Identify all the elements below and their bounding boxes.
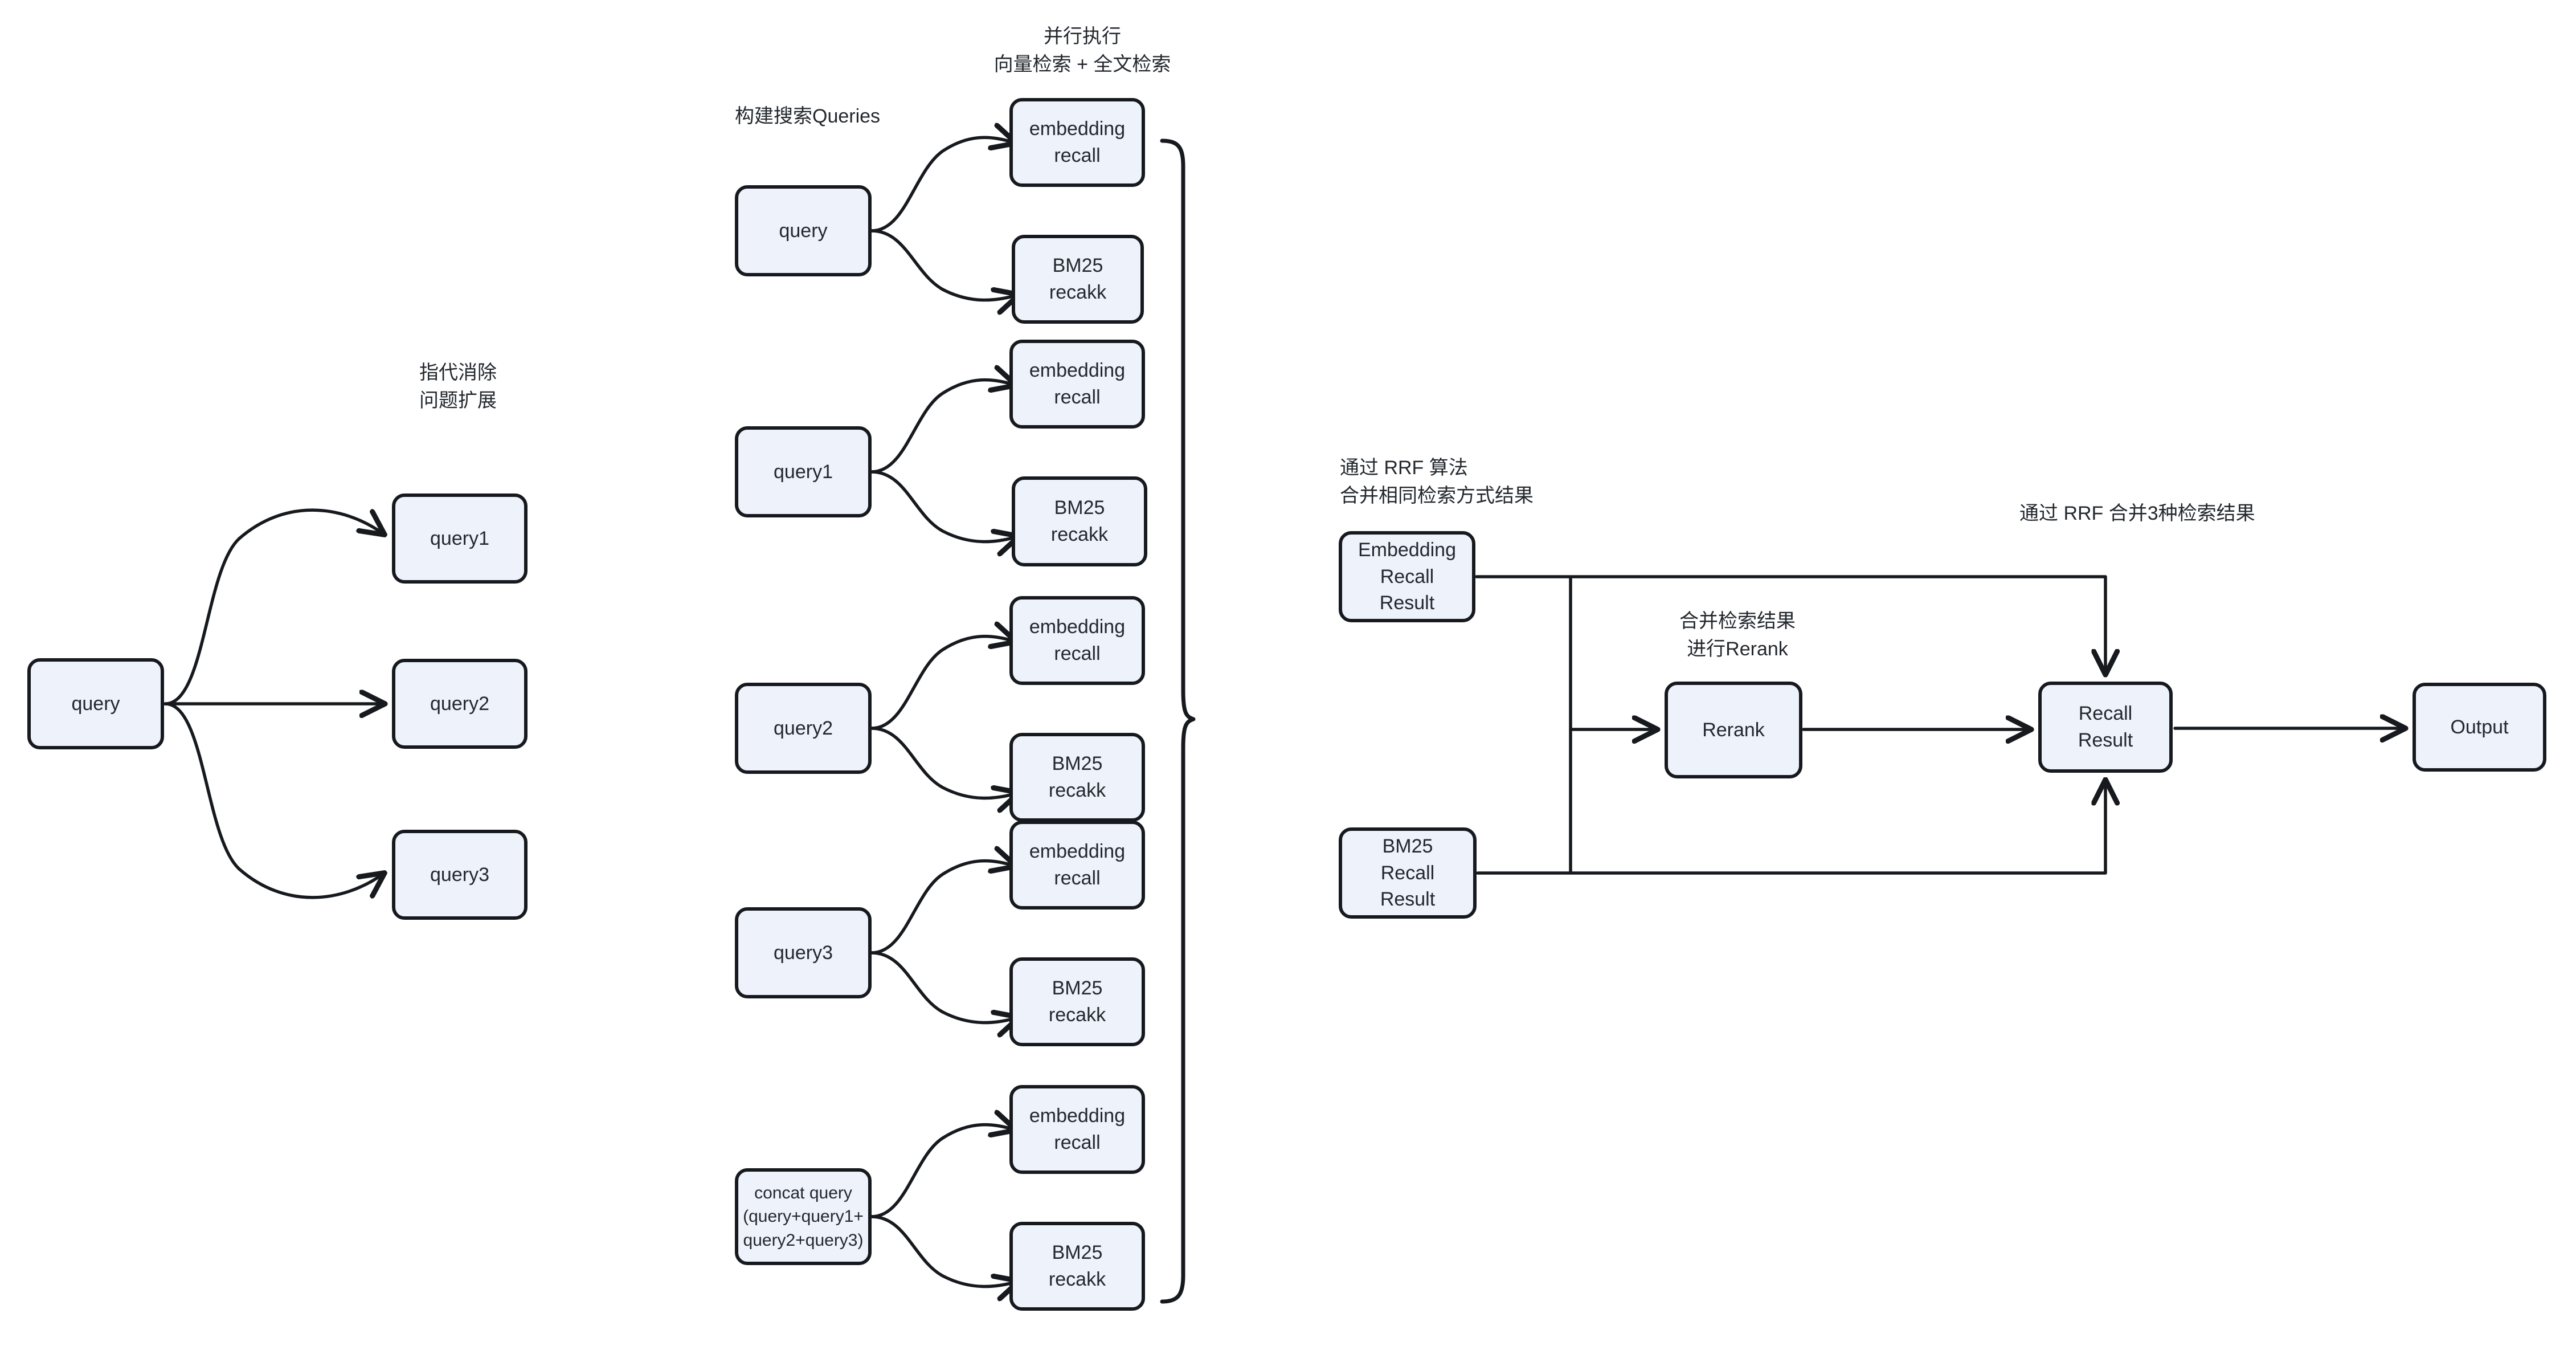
node-rerank[interactable]: Rerank: [1665, 682, 1802, 778]
node-embedding-recall-2[interactable]: embedding recall: [1009, 596, 1145, 685]
node-bm25-recall-0[interactable]: BM25 recakk: [1012, 235, 1144, 324]
note-rrf-three: 通过 RRF 合并3种检索结果: [2019, 503, 2255, 524]
edge-query-to-query1: [163, 508, 383, 705]
node-embedding-recall-3[interactable]: embedding recall: [1009, 821, 1145, 910]
node-query2-expansion[interactable]: query2: [392, 659, 528, 749]
edge-q2-to-emb2: [870, 637, 1014, 730]
edge-bm25result-to-recallresult: [1476, 782, 2105, 875]
edge-q0-to-emb0: [870, 137, 1014, 233]
node-embedding-recall-result[interactable]: Embedding Recall Result: [1339, 531, 1475, 622]
node-bm25-recall-4[interactable]: BM25 recakk: [1009, 1222, 1145, 1311]
node-bm25-recall-3[interactable]: BM25 recakk: [1009, 957, 1145, 1046]
node-stage2-query3[interactable]: query3: [735, 907, 872, 998]
node-query-source[interactable]: query: [27, 658, 164, 749]
node-bm25-recall-1[interactable]: BM25 recakk: [1012, 476, 1147, 566]
node-stage2-concat-query[interactable]: concat query (query+query1+ query2+query…: [735, 1168, 872, 1265]
edge-concat-to-bm254: [870, 1215, 1017, 1287]
edge-q0-to-bm250: [870, 229, 1017, 300]
group-brace: [1160, 138, 1196, 1304]
edge-q3-to-emb3: [870, 861, 1014, 955]
note-build-queries: 构建搜索Queries: [735, 105, 881, 127]
node-embedding-recall-1[interactable]: embedding recall: [1009, 340, 1145, 429]
node-query1-expansion[interactable]: query1: [392, 494, 528, 584]
edge-concat-to-emb4: [870, 1125, 1014, 1218]
note-merge-rerank: 合并检索结果 进行Rerank: [1679, 610, 1796, 660]
node-stage2-query1[interactable]: query1: [735, 426, 872, 517]
node-output[interactable]: Output: [2413, 683, 2546, 772]
edge-q3-to-bm253: [870, 951, 1017, 1023]
note-rrf-same: 通过 RRF 算法 合并相同检索方式结果: [1340, 457, 1534, 507]
node-bm25-recall-2[interactable]: BM25 recakk: [1009, 733, 1145, 822]
node-recall-result[interactable]: Recall Result: [2038, 682, 2173, 773]
note-coref: 指代消除 问题扩展: [419, 362, 497, 412]
node-embedding-recall-4[interactable]: embedding recall: [1009, 1085, 1145, 1174]
node-query3-expansion[interactable]: query3: [392, 830, 528, 920]
note-parallel: 并行执行 向量检索 + 全文检索: [993, 26, 1171, 76]
node-bm25-recall-result[interactable]: BM25 Recall Result: [1339, 827, 1477, 919]
node-stage2-query2[interactable]: query2: [735, 683, 872, 774]
edge-q2-to-bm252: [870, 727, 1017, 798]
edge-q1-to-bm251: [870, 470, 1017, 542]
node-stage2-query[interactable]: query: [735, 185, 872, 276]
edge-query-to-query3: [163, 702, 383, 899]
node-embedding-recall-0[interactable]: embedding recall: [1009, 98, 1145, 187]
edge-q1-to-emb1: [870, 380, 1014, 474]
